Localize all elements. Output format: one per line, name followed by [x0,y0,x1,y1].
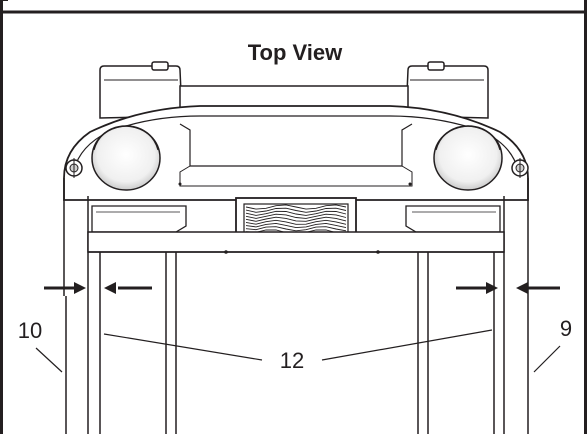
callout-10: 10 [18,318,42,343]
leader-line-10 [35,347,63,373]
frame-rail-lower [65,296,529,434]
leader-line-12-right [321,329,493,361]
left-side-trim [91,205,187,233]
left-cover-block [99,61,183,119]
right-cover-block [405,61,489,119]
right-gap-arrow-inner [456,282,498,294]
right-bolt [511,158,529,178]
vent-grille-line [245,204,347,210]
vent-grille-line [245,210,347,216]
leader-line-9 [533,345,561,373]
crossbar-screw-right [376,250,380,254]
callout-9: 9 [560,316,572,341]
view-title: Top View [248,40,343,65]
vent-grille-lines [245,204,347,244]
left-bolt [65,158,83,178]
left-gap-arrow-inner [104,282,152,294]
vent-grille-line [245,222,347,229]
callout-12: 12 [280,348,304,373]
vent-grille-line [245,219,347,225]
right-side-trim [405,205,501,233]
crossbar-screw-left [224,250,228,254]
vent-grille-line [245,207,347,213]
left-gap-arrow-outer [44,282,86,294]
trim-screw-left [178,182,182,186]
right-gap-arrow-outer [516,282,560,294]
hood-center-recess-lower [179,165,413,187]
front-crossbar [87,231,505,253]
vent-grille-line [245,216,347,222]
leader-line-12-left [103,333,263,361]
trim-screw-right [408,182,412,186]
vent-grille-line [245,213,347,219]
right-roller-wheel [433,125,503,191]
hood-center-recess [179,123,413,167]
left-roller-wheel [91,125,161,191]
vent-grille-line [245,226,347,232]
